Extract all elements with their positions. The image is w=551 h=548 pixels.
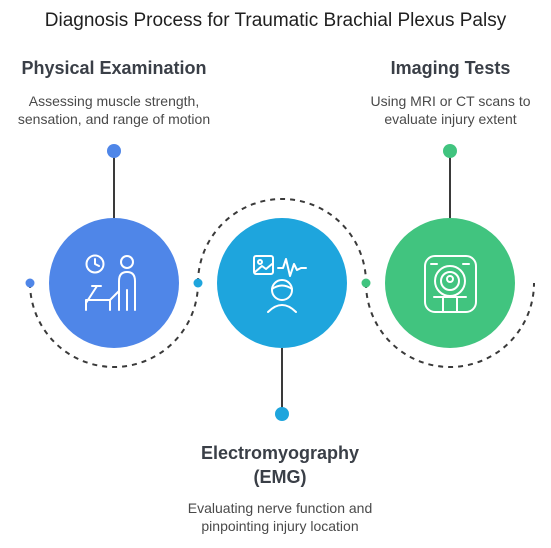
junction-dot [361, 278, 371, 288]
step-circle-physical-examination [49, 218, 179, 348]
step-heading-imaging-tests: Imaging Tests [390, 58, 511, 78]
mri-scanner-icon [424, 255, 477, 313]
heading-line: Electromyography [200, 443, 360, 463]
step-heading-emg: Electromyography (EMG) [160, 441, 400, 489]
step-description-imaging-tests: Using MRI or CT scans to evaluate injury… [350, 92, 551, 128]
description-line: Using MRI or CT scans to [370, 93, 531, 109]
stem-dot-physical-examination [107, 144, 121, 158]
step-circle-emg [217, 218, 347, 348]
connector-arc-bottom-right [365, 282, 535, 368]
diagram-title: Diagnosis Process for Traumatic Brachial… [44, 10, 507, 31]
clock-person-on-bed-icon [85, 254, 136, 311]
stem-dot-imaging-tests [443, 144, 457, 158]
description-line: Evaluating nerve function and [187, 500, 373, 516]
description-line: sensation, and range of motion [17, 111, 211, 127]
stem-dot-emg [275, 407, 289, 421]
image-waveform-face-icon [253, 255, 307, 313]
connector-arc-top-middle [197, 198, 367, 284]
step-description-emg: Evaluating nerve function and pinpointin… [150, 499, 410, 535]
step-heading-physical-examination: Physical Examination [21, 58, 207, 78]
heading-line: (EMG) [253, 467, 307, 487]
connector-arc-bottom-left [29, 282, 199, 368]
description-line: Assessing muscle strength, [28, 93, 200, 109]
junction-dot [193, 278, 203, 288]
description-line: evaluate injury extent [384, 111, 517, 127]
step-description-physical-examination: Assessing muscle strength, sensation, an… [0, 92, 228, 128]
junction-dot [25, 278, 35, 288]
description-line: pinpointing injury location [201, 518, 359, 534]
